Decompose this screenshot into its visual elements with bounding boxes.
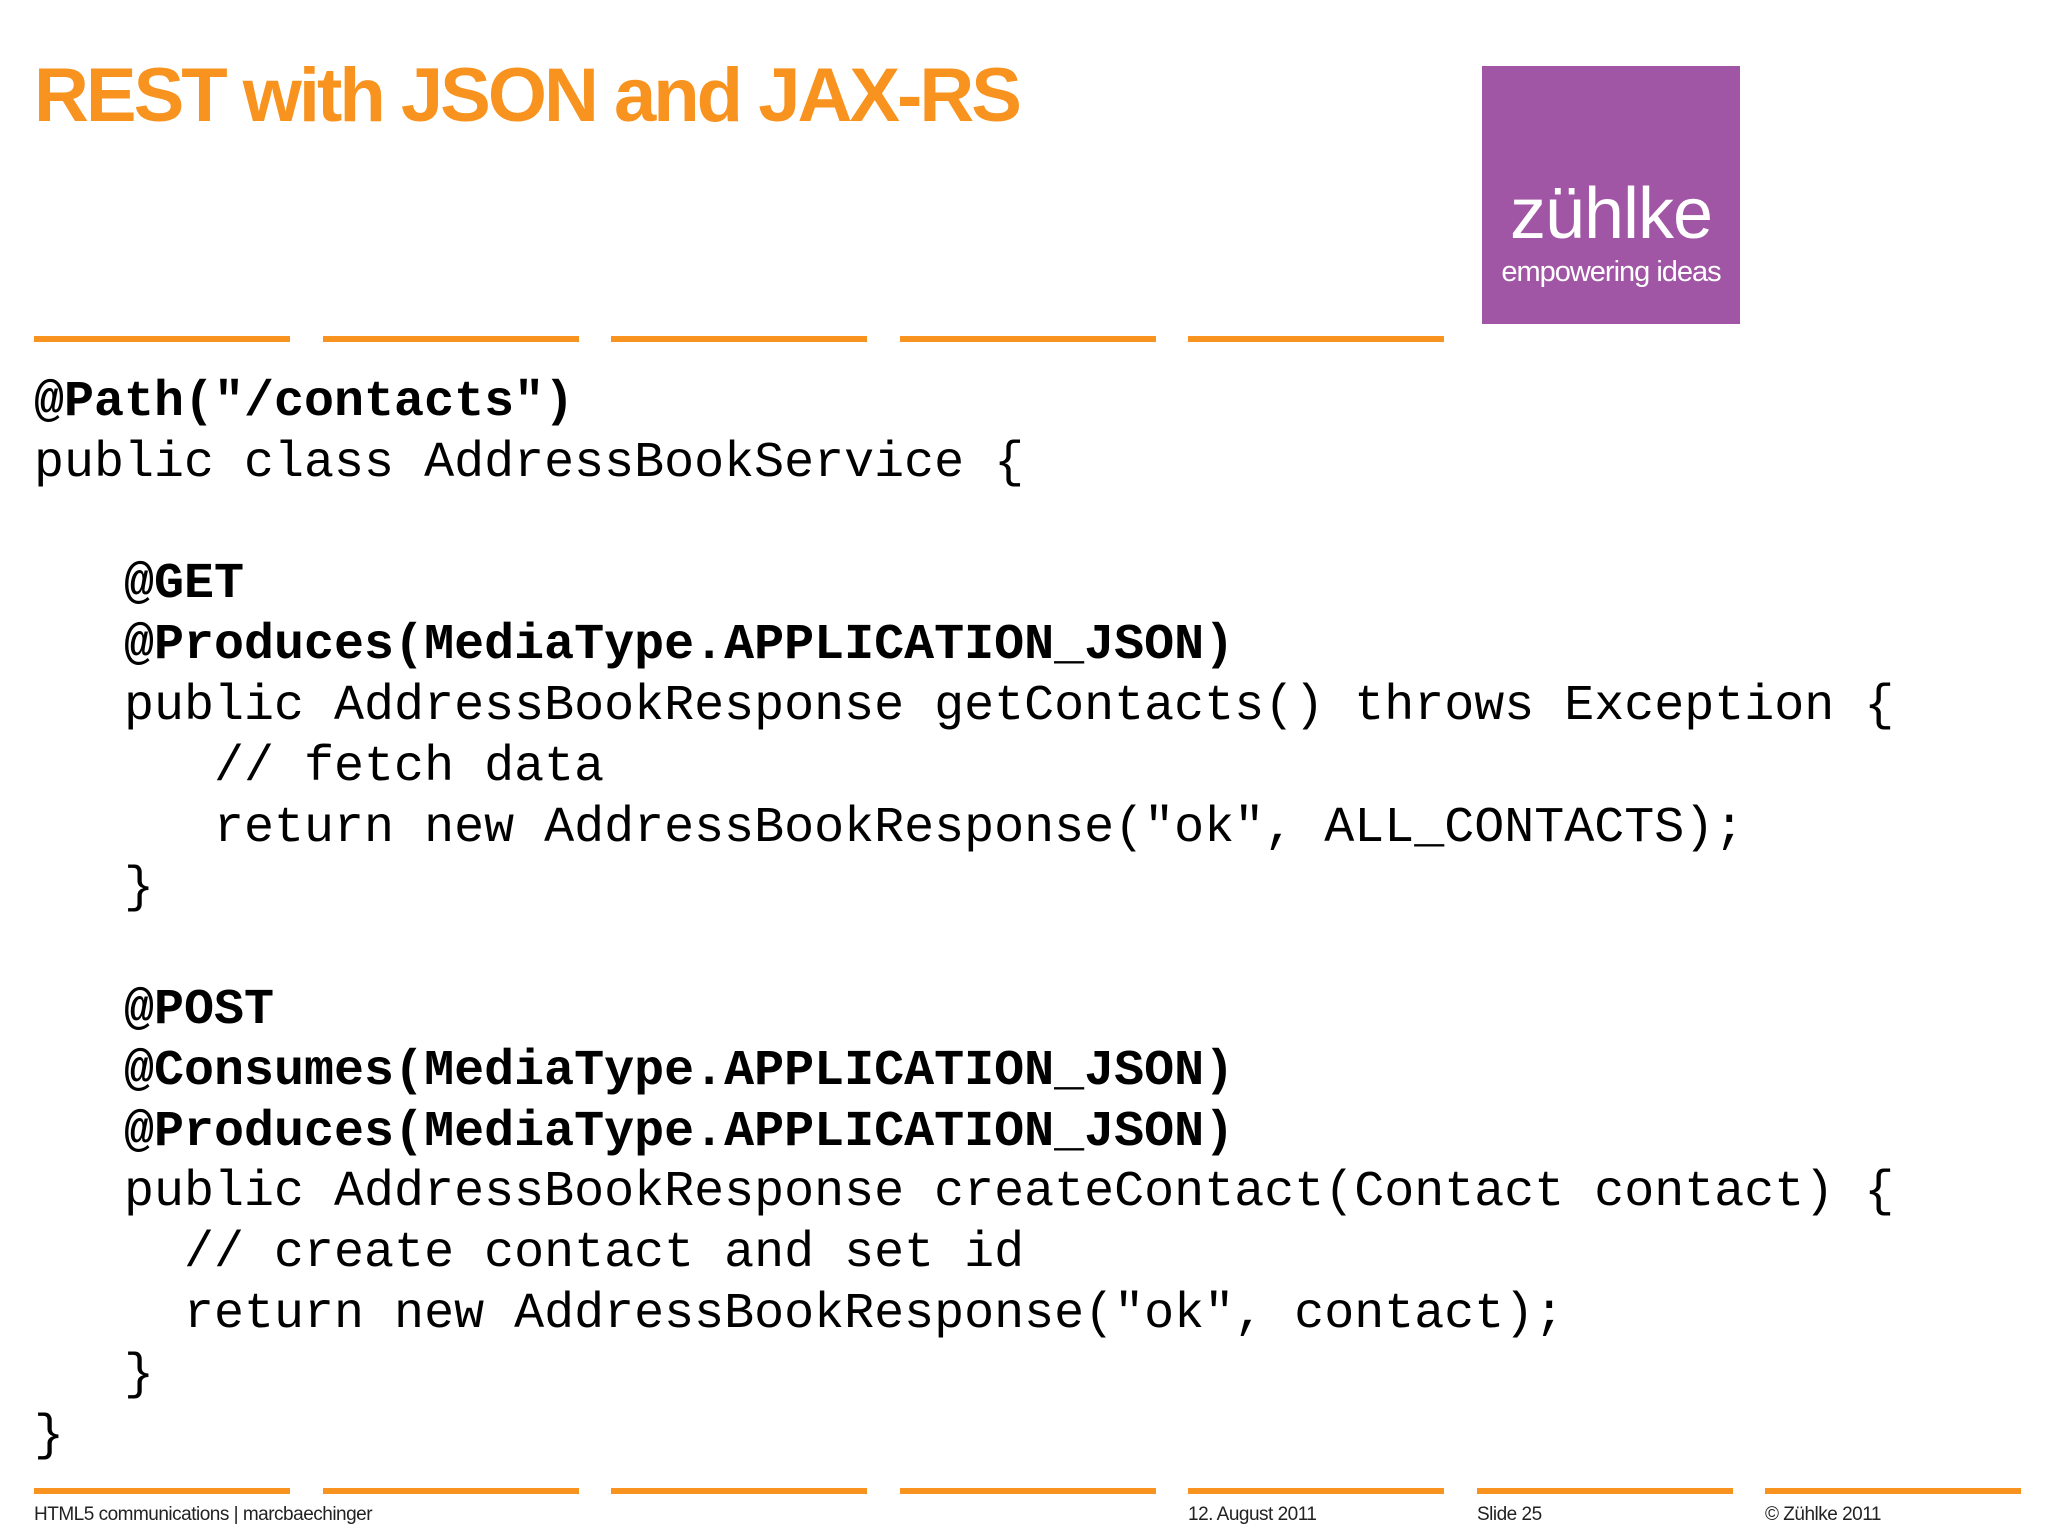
footer-rule-segment (1477, 1488, 1733, 1494)
header-rule-segment (1188, 336, 1444, 342)
code-line: @Produces(MediaType.APPLICATION_JSON) (34, 1103, 1235, 1161)
code-line: public AddressBookResponse getContacts()… (34, 677, 1895, 735)
footer-rule-segment (900, 1488, 1156, 1494)
footer-rule-segment (611, 1488, 867, 1494)
code-line: @Produces(MediaType.APPLICATION_JSON) (34, 617, 1235, 675)
footer-rule-segment (1188, 1488, 1444, 1494)
code-line: public AddressBookResponse createContact… (34, 1164, 1895, 1222)
code-line: } (34, 860, 155, 918)
footer-presentation-info: HTML5 communications | marcbaechinger (34, 1504, 373, 1525)
footer-rule-segment (323, 1488, 579, 1494)
code-line: public class AddressBookService { (34, 434, 1025, 492)
zuhlke-logo: zühlke empowering ideas (1482, 66, 1740, 324)
code-line: } (34, 1407, 65, 1465)
code-block: @Path("/contacts")public class AddressBo… (34, 373, 2014, 1467)
footer-copyright: © Zühlke 2011 (1765, 1504, 1881, 1525)
code-line: @Consumes(MediaType.APPLICATION_JSON) (34, 1042, 1235, 1100)
code-line: return new AddressBookResponse("ok", ALL… (34, 799, 1745, 857)
logo-tagline: empowering ideas (1501, 256, 1721, 288)
slide-title: REST with JSON and JAX-RS (34, 53, 1022, 138)
footer-slide-number: Slide 25 (1477, 1504, 1542, 1525)
code-line (34, 495, 2014, 556)
header-rule-segment (611, 336, 867, 342)
logo-wordmark: zühlke (1509, 174, 1713, 254)
header-rule-segment (323, 336, 579, 342)
footer-rule-segment (1765, 1488, 2021, 1494)
footer-date: 12. August 2011 (1188, 1504, 1317, 1525)
code-line: @GET (34, 556, 245, 614)
header-rule-segment (900, 336, 1156, 342)
code-line (34, 920, 2014, 981)
header-rule-segment (34, 336, 290, 342)
code-line: } (34, 1346, 155, 1404)
code-line: // create contact and set id (34, 1225, 1025, 1283)
code-line: return new AddressBookResponse("ok", con… (34, 1285, 1565, 1343)
footer-rule-segment (34, 1488, 290, 1494)
code-line: @POST (34, 981, 275, 1039)
code-line: @Path("/contacts") (34, 374, 575, 431)
code-line: // fetch data (34, 738, 605, 796)
